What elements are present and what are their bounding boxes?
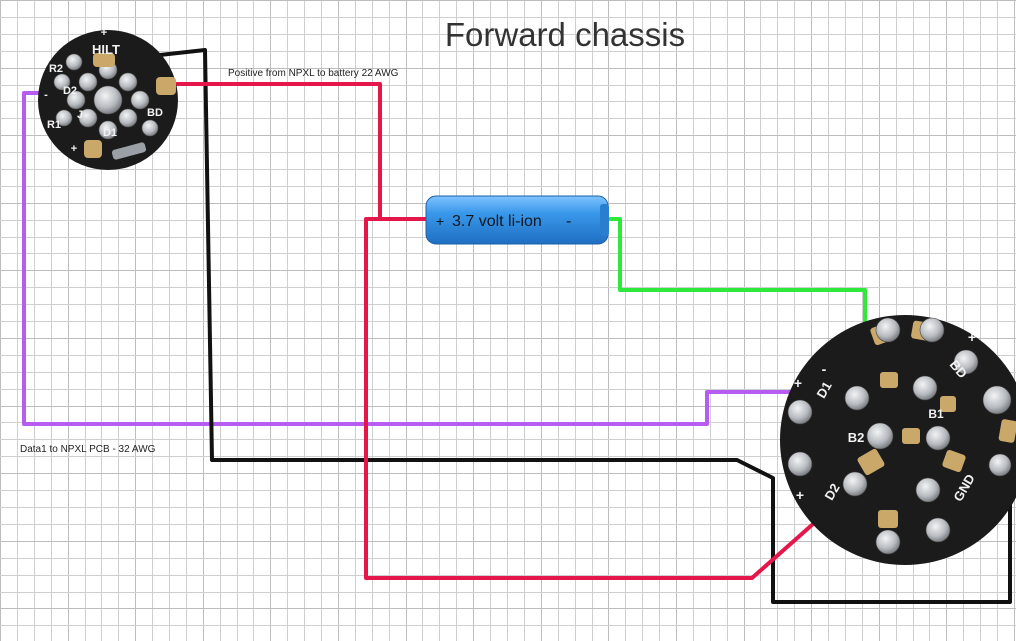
battery-cap — [600, 204, 609, 236]
wires — [22, 48, 1012, 604]
small-board-label: + — [101, 27, 107, 39]
solder-pad — [878, 510, 898, 528]
large-board-label: D1 — [813, 379, 834, 401]
screw — [130, 90, 150, 110]
screw — [953, 349, 979, 375]
screw — [66, 90, 86, 110]
data-wire-annotation: Data1 to NPXL PCB - 32 AWG — [20, 444, 156, 455]
screw — [866, 422, 894, 450]
small-board-label: HILT — [92, 42, 120, 57]
screw — [98, 120, 118, 140]
small-board-label: D1 — [103, 127, 117, 139]
small-board-pad-bottom — [84, 140, 102, 158]
screw — [988, 453, 1012, 477]
large-board-label: + — [794, 375, 802, 391]
screw — [982, 385, 1012, 415]
diagram-title: Forward chassis — [445, 16, 685, 53]
large-board-label: + — [796, 487, 804, 503]
small-board-label: J — [77, 109, 83, 121]
screw — [915, 477, 941, 503]
screw — [842, 471, 868, 497]
small-board-label: - — [44, 89, 48, 101]
large-board-label: + — [968, 329, 976, 345]
small-board-screws — [53, 53, 159, 140]
large-board-screws — [787, 317, 1012, 555]
screw — [875, 529, 901, 555]
small-board-label: R2 — [49, 63, 63, 75]
large-board-label: B1 — [928, 407, 944, 421]
small-board-label: R1 — [47, 119, 61, 131]
screw — [787, 399, 813, 425]
screw — [844, 385, 870, 411]
screw — [78, 108, 98, 128]
solder-pad — [942, 449, 966, 473]
screw — [53, 73, 71, 91]
small-board-pad-top — [93, 53, 115, 67]
screw — [118, 72, 138, 92]
small-board-label: D2 — [63, 85, 77, 97]
screw — [118, 108, 138, 128]
solder-pad — [940, 396, 956, 412]
battery: + 3.7 volt li-ion - — [425, 195, 609, 245]
screw — [919, 317, 945, 343]
solder-pad — [902, 428, 920, 444]
screw — [65, 53, 83, 71]
red-positive-wire-bottom — [364, 217, 867, 580]
black-ground-wire — [113, 48, 1012, 604]
screw — [875, 317, 901, 343]
solder-pad — [857, 448, 885, 476]
solder-pad — [998, 419, 1016, 443]
positive-wire-annotation: Positive from NPXL to battery 22 AWG — [228, 68, 399, 79]
screw — [925, 425, 951, 451]
screw — [141, 119, 159, 137]
solder-pad — [880, 372, 898, 388]
battery-label: 3.7 volt li-ion — [452, 213, 542, 230]
small-board-label: BD — [147, 107, 163, 119]
battery-plus-label: + — [436, 213, 444, 229]
screw — [93, 85, 123, 115]
screw — [78, 72, 98, 92]
large-board-pcb — [780, 315, 1016, 565]
small-board-label: + — [71, 143, 77, 155]
battery-minus-label: - — [566, 213, 571, 230]
large-board-label: D2 — [821, 481, 842, 503]
screw — [925, 517, 951, 543]
small-board-pad-right — [156, 77, 176, 95]
large-board-label: - — [822, 361, 827, 377]
large-board-label: B2 — [848, 430, 865, 445]
screw — [55, 109, 73, 127]
screw — [787, 451, 813, 477]
small-board-resistor — [111, 142, 147, 160]
screw — [912, 375, 938, 401]
